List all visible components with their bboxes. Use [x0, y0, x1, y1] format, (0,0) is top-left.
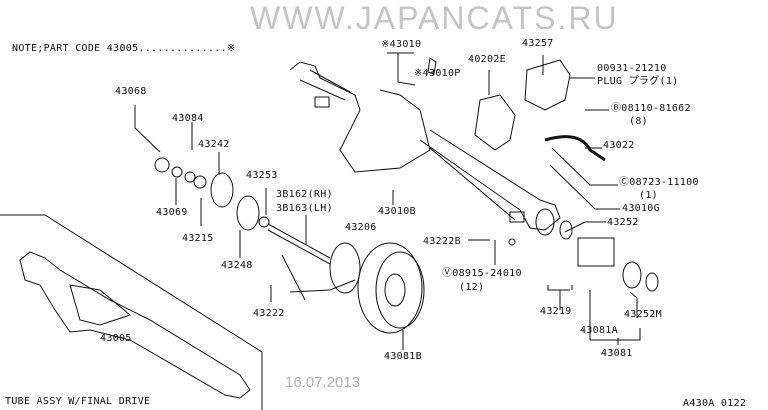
axle-assembly-lower	[19, 251, 251, 399]
part-label-43010P[interactable]: ※43010P	[414, 68, 461, 79]
part-label-43081A[interactable]: 43081A	[580, 325, 618, 336]
leader-lines	[0, 52, 641, 410]
qty-8: (8)	[629, 116, 648, 127]
part-label-00931-21210[interactable]: 00931-21210	[597, 63, 667, 74]
part-label-43005[interactable]: 43005	[100, 333, 132, 344]
part-label-43010[interactable]: ※43010	[381, 39, 422, 50]
part-label-43242[interactable]: 43242	[198, 139, 230, 150]
part-label-43222B[interactable]: 43222B	[423, 236, 461, 247]
part-label-08723-11100[interactable]: Ⓒ08723-11100	[619, 177, 699, 188]
part-label-43257[interactable]: 43257	[522, 38, 554, 49]
part-label-43252M[interactable]: 43252M	[624, 309, 662, 320]
part-label-43222[interactable]: 43222	[253, 308, 285, 319]
part-label-43081[interactable]: 43081	[601, 348, 633, 359]
part-label-43252[interactable]: 43252	[607, 217, 639, 228]
part-label-43010G[interactable]: 43010G	[622, 203, 660, 214]
part-label-3B163-lh[interactable]: 3B163(LH)	[276, 203, 333, 214]
plug-label: PLUG プラグ(1)	[597, 76, 679, 87]
part-label-43068[interactable]: 43068	[115, 86, 147, 97]
part-label-43069[interactable]: 43069	[156, 207, 188, 218]
diff-cover	[474, 59, 606, 162]
part-code-note: NOTE;PART CODE 43005..............※	[12, 43, 236, 54]
part-label-43022[interactable]: 43022	[603, 140, 635, 151]
part-label-08915-24010[interactable]: Ⓥ08915-24010	[442, 268, 522, 279]
part-label-43219[interactable]: 43219	[540, 306, 572, 317]
part-label-43081B[interactable]: 43081B	[384, 351, 422, 362]
axle-housing-upper	[289, 57, 561, 231]
qty-12: (12)	[459, 282, 485, 293]
hub-assembly	[508, 208, 659, 292]
qty-1: (1)	[639, 190, 658, 201]
part-label-40202E[interactable]: 40202E	[468, 54, 506, 65]
date-stamp: 16.07.2013	[285, 374, 361, 391]
part-label-43010B[interactable]: 43010B	[378, 206, 416, 217]
part-label-43206[interactable]: 43206	[345, 222, 377, 233]
part-label-43253[interactable]: 43253	[246, 170, 278, 181]
part-label-43248[interactable]: 43248	[221, 260, 253, 271]
bearing-parts	[154, 157, 331, 265]
part-label-3B162-rh[interactable]: 3B162(RH)	[276, 189, 333, 200]
part-label-08110-81662[interactable]: Ⓑ08110-81662	[611, 103, 691, 114]
watermark: WWW.JAPANCATS.RU	[250, 0, 619, 36]
brake-drum	[329, 242, 425, 334]
diagram-code: A430A 0122	[683, 398, 747, 409]
footer-caption: TUBE ASSY W/FINAL DRIVE	[5, 396, 151, 407]
part-label-43215[interactable]: 43215	[182, 233, 214, 244]
part-label-43084[interactable]: 43084	[172, 113, 204, 124]
